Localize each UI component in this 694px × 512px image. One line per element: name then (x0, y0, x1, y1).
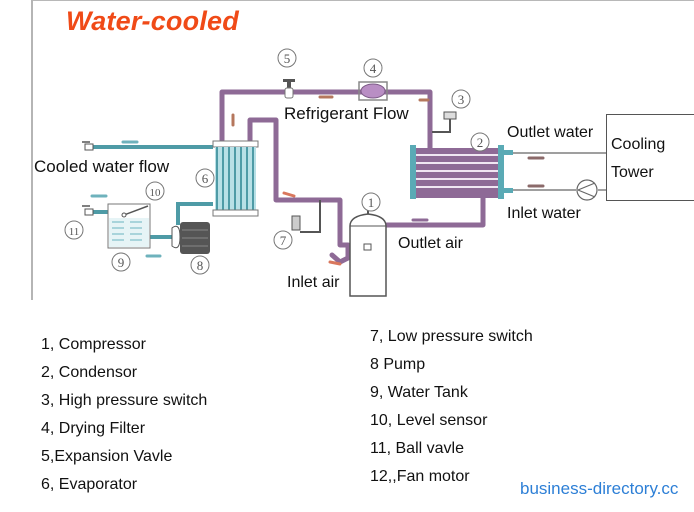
arrow-evap-out (282, 191, 296, 198)
high-pressure-switch (443, 111, 457, 120)
label-outlet-water: Outlet water (507, 124, 594, 141)
legend-left: 1, Compressor 2, Condensor 3, High press… (41, 331, 207, 499)
label-outlet-air: Outlet air (398, 235, 463, 252)
cooling-tower (606, 114, 694, 201)
pipe-pump-to-evap (176, 202, 213, 225)
diagram-frame-left (31, 0, 33, 300)
diagram-frame-top (31, 0, 694, 1)
arrow-inlet-air (328, 260, 342, 266)
tower-pump-icon (576, 179, 598, 201)
pipe-comp-to-cond (375, 195, 486, 228)
ball-valve-top (82, 141, 94, 151)
legend-item: 9, Water Tank (370, 384, 468, 401)
legend-item: 10, Level sensor (370, 412, 488, 429)
watermark: business-directory.cc (520, 479, 679, 498)
low-pressure-switch (291, 215, 301, 231)
cooling-tower-label-1: Cooling (611, 136, 666, 153)
legend-item: 5,Expansion Vavle (41, 448, 173, 465)
legend-item: 2, Condensor (41, 364, 138, 381)
number-markers (64, 48, 490, 275)
legend-item: 4, Drying Filter (41, 420, 146, 437)
marker-10: 10 (150, 187, 162, 199)
marker-6: 6 (202, 171, 209, 186)
pipe-evap-out (247, 117, 351, 265)
pipe-evap-to-top (219, 89, 433, 151)
water-tank (107, 203, 151, 249)
legend-item: 1, Compressor (41, 336, 146, 353)
compressor (349, 207, 387, 297)
marker-1: 1 (368, 195, 375, 210)
marker-8: 8 (197, 258, 204, 273)
label-inlet-water: Inlet water (507, 205, 581, 222)
diagram-title: Water-cooled (66, 6, 239, 36)
label-inlet-air: Inlet air (287, 274, 340, 291)
level-sensor (123, 205, 149, 216)
cooling-tower-label-2: Tower (611, 164, 654, 181)
legend-item: 12,,Fan motor (370, 468, 470, 485)
pump (171, 222, 210, 254)
pipe-high-pressure (432, 118, 451, 133)
refrigerant-pipes (219, 89, 486, 265)
marker-7: 7 (280, 233, 287, 248)
pipe-low-pressure (300, 200, 321, 233)
legend-item: 8 Pump (370, 356, 426, 373)
expansion-valve (283, 79, 295, 99)
evaporator (212, 140, 259, 217)
marker-5: 5 (284, 51, 291, 66)
legend-item: 3, High pressure switch (41, 392, 208, 409)
label-refrigerant-flow: Refrigerant Flow (284, 104, 409, 123)
marker-11: 11 (69, 226, 80, 238)
condenser (410, 145, 513, 199)
cooling-tower-lines (513, 152, 606, 191)
marker-2: 2 (477, 135, 484, 150)
ball-valve-bottom (82, 205, 94, 216)
legend-item: 11, Ball vavle (370, 440, 464, 457)
marker-3: 3 (458, 92, 465, 107)
water-pipes (92, 145, 213, 239)
marker-9: 9 (118, 255, 125, 270)
legend-item: 6, Evaporator (41, 476, 138, 493)
marker-4: 4 (370, 61, 377, 76)
flow-arrows (90, 95, 545, 266)
legend-right: 7, Low pressure switch 8 Pump 9, Water T… (370, 323, 533, 491)
drying-filter (358, 81, 388, 101)
label-cooled-water-flow: Cooled water flow (34, 157, 170, 176)
legend-item: 7, Low pressure switch (370, 328, 533, 345)
